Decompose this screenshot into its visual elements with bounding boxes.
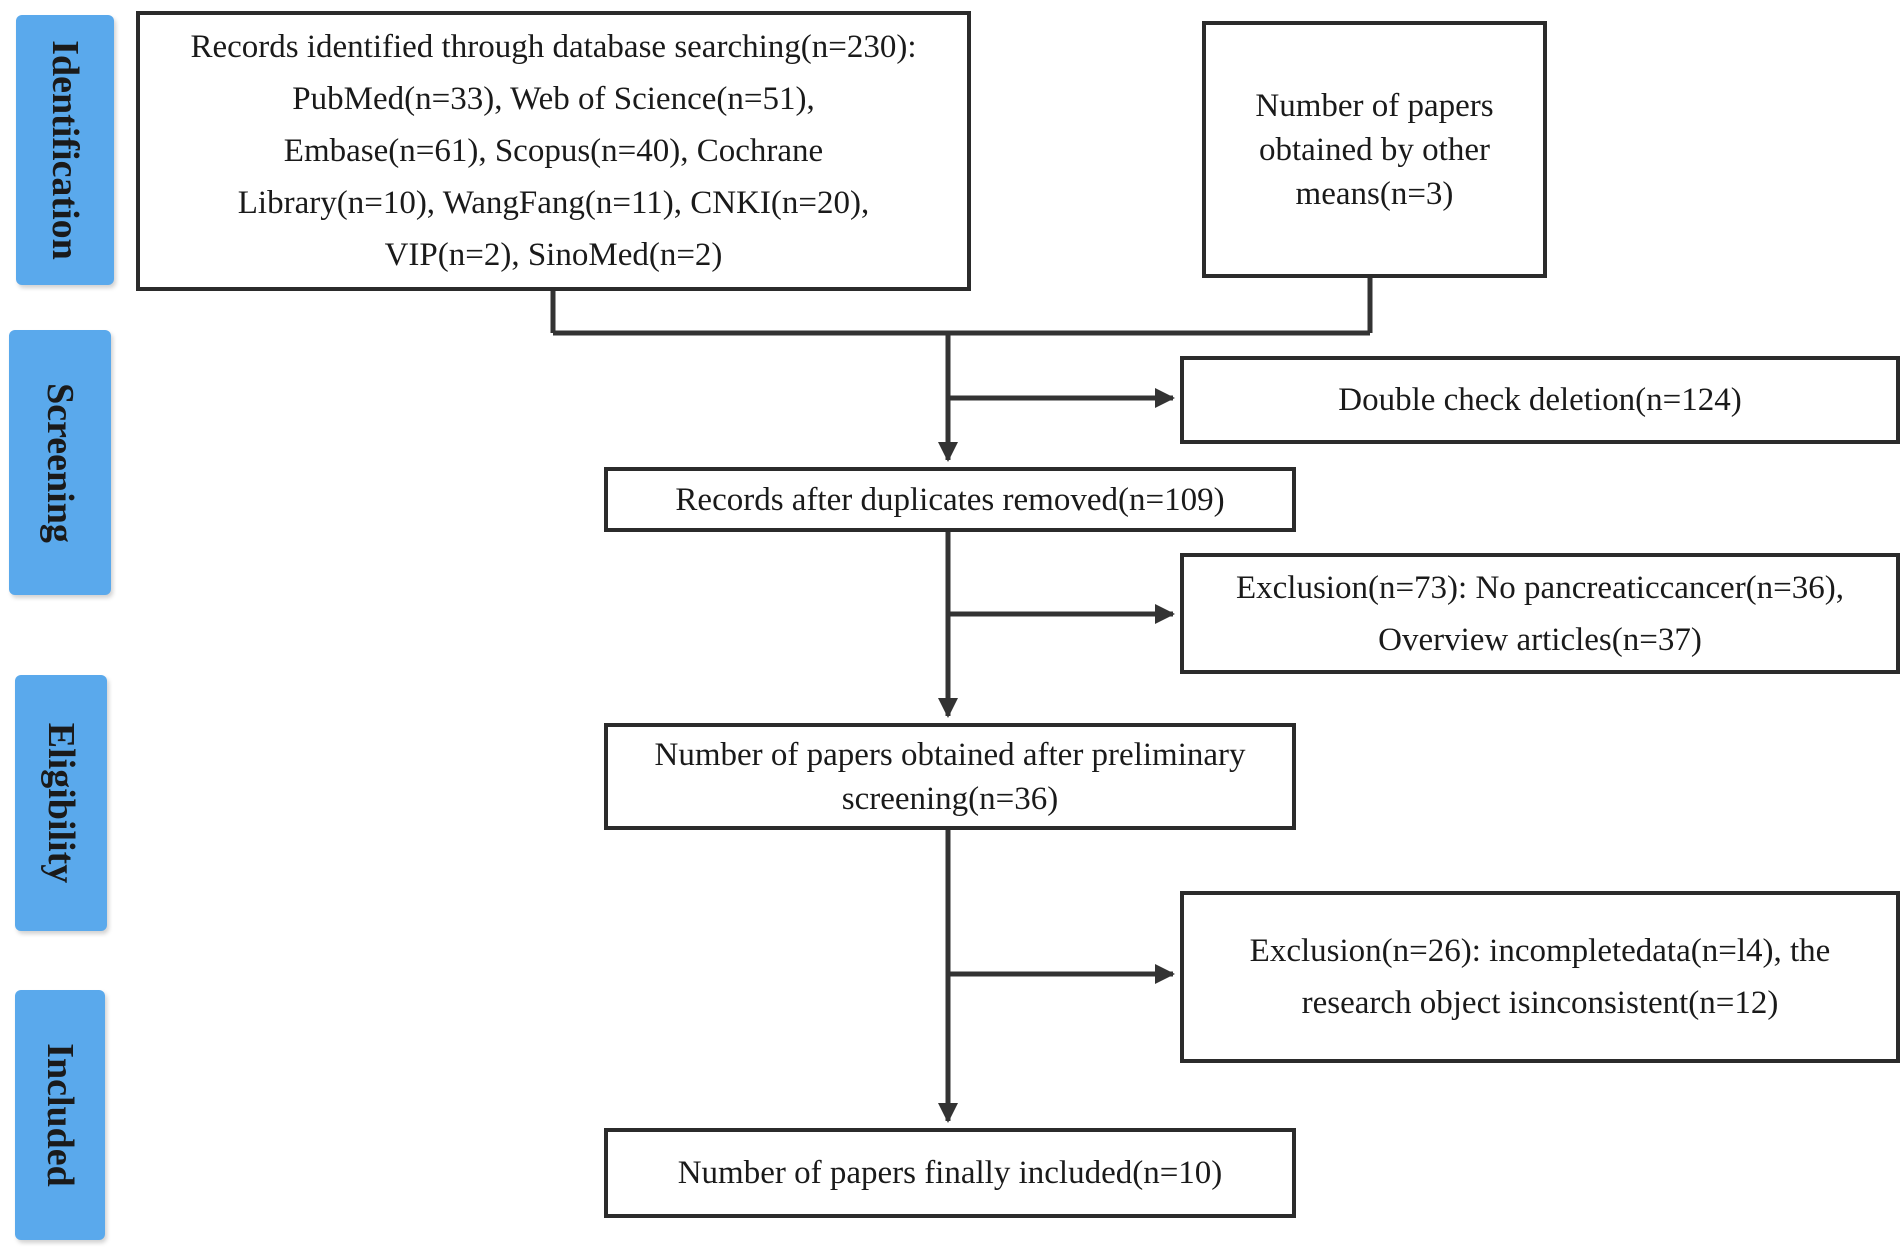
- exclusion-screening-line: Overview articles(n=37): [1378, 621, 1702, 658]
- exclusion-screening-box: Exclusion(n=73): No pancreaticcancer(n=3…: [1180, 553, 1900, 674]
- preliminary-screening-line: Number of papers obtained after prelimin…: [654, 736, 1246, 773]
- duplicates-removed-line: Records after duplicates removed(n=109): [675, 481, 1225, 518]
- records-identified-line: Library(n=10), WangFang(n=11), CNKI(n=20…: [237, 185, 870, 221]
- preliminary-screening-box: Number of papers obtained after prelimin…: [604, 723, 1296, 830]
- stage-label-screening: Screening: [39, 382, 81, 543]
- exclusion-eligibility-line: research object isinconsistent(n=12): [1301, 985, 1779, 1021]
- stage-label-included: Included: [39, 1043, 81, 1187]
- double-check-deletion-box: Double check deletion(n=124): [1180, 356, 1900, 444]
- double-check-deletion-line: Double check deletion(n=124): [1338, 382, 1742, 418]
- stage-tab-identification: Identification: [16, 15, 114, 285]
- records-identified-line: Embase(n=61), Scopus(n=40), Cochrane: [283, 133, 824, 169]
- preliminary-screening-text: Number of papers obtained after prelimin…: [654, 733, 1245, 821]
- stage-tab-screening: Screening: [9, 330, 111, 595]
- other-means-text: Number of papers obtained by other means…: [1255, 84, 1493, 216]
- other-means-line: Number of papers: [1255, 87, 1494, 124]
- records-identified-line: PubMed(n=33), Web of Science(n=51),: [292, 81, 815, 117]
- exclusion-eligibility-box: Exclusion(n=26): incompletedata(n=l4), t…: [1180, 891, 1900, 1063]
- records-identified-line: VIP(n=2), SinoMed(n=2): [384, 237, 723, 273]
- exclusion-eligibility-line: Exclusion(n=26): incompletedata(n=l4), t…: [1249, 933, 1831, 969]
- duplicates-removed-text: Records after duplicates removed(n=109): [675, 474, 1224, 526]
- exclusion-eligibility-text: Exclusion(n=26): incompletedata(n=l4), t…: [1250, 925, 1831, 1029]
- duplicates-removed-box: Records after duplicates removed(n=109): [604, 467, 1296, 532]
- records-identified-line: Records identified through database sear…: [190, 29, 917, 65]
- exclusion-screening-line: Exclusion(n=73): No pancreaticcancer(n=3…: [1235, 569, 1845, 606]
- records-identified-text: Records identified through database sear…: [190, 21, 916, 281]
- double-check-deletion-text: Double check deletion(n=124): [1338, 374, 1741, 426]
- other-means-line: means(n=3): [1295, 175, 1454, 212]
- exclusion-screening-text: Exclusion(n=73): No pancreaticcancer(n=3…: [1236, 562, 1844, 666]
- stage-tab-eligibility: Eligibility: [15, 675, 107, 931]
- final-included-text: Number of papers finally included(n=10): [678, 1147, 1223, 1199]
- stage-label-identification: Identification: [44, 40, 86, 260]
- other-means-box: Number of papers obtained by other means…: [1202, 21, 1547, 278]
- stage-tab-included: Included: [15, 990, 105, 1240]
- preliminary-screening-line: screening(n=36): [841, 780, 1059, 817]
- stage-label-eligibility: Eligibility: [40, 722, 82, 884]
- final-included-line: Number of papers finally included(n=10): [677, 1155, 1223, 1191]
- final-included-box: Number of papers finally included(n=10): [604, 1128, 1296, 1218]
- records-identified-box: Records identified through database sear…: [136, 11, 971, 291]
- other-means-line: obtained by other: [1259, 131, 1490, 168]
